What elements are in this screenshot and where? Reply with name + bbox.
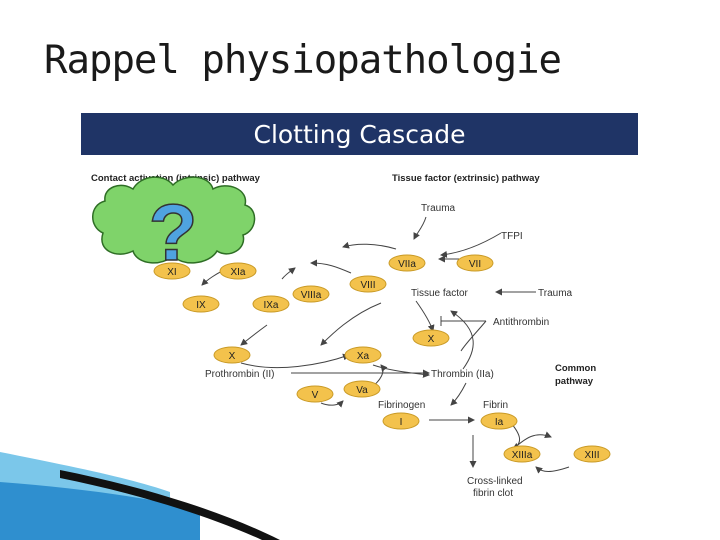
arrow-x-to-xa — [240, 353, 350, 369]
factor-label-xiiia: XIIIa — [512, 450, 533, 461]
arrow-ixa-to-viiia — [281, 267, 296, 280]
factor-xia — [219, 262, 257, 280]
arrow-ixa-to-x — [240, 324, 268, 346]
cascade-diagram: Contact activation (intrinsic) pathway T… — [91, 173, 611, 499]
factor-label-viiia: VIIIa — [301, 290, 322, 301]
label-tissue-factor: Tissue factor — [411, 288, 469, 299]
label-antithrombin: Antithrombin — [493, 317, 549, 328]
factor-label-ix: IX — [196, 300, 206, 311]
label-prothrombin: Prothrombin (II) — [205, 369, 274, 380]
factor-viia — [388, 254, 426, 272]
factor-x-extrinsic — [412, 329, 450, 347]
arrow-v-to-va — [320, 400, 344, 408]
arrow-thrombin-to-viia — [450, 310, 474, 370]
factor-ixa — [252, 295, 290, 313]
figure-banner: Clotting Cascade — [81, 113, 638, 155]
factor-label-ia: Ia — [495, 417, 504, 428]
factor-label-xi: XI — [167, 267, 176, 278]
factor-i — [382, 412, 420, 430]
factor-viiia — [292, 285, 330, 303]
label-tfpi: TFPI — [501, 231, 523, 242]
factor-xa — [344, 346, 382, 364]
factor-label-viii: VIII — [360, 280, 375, 291]
arrow-trauma-to-viia — [413, 216, 427, 240]
factor-label-x-extrinsic: X — [428, 334, 435, 345]
slide-title: Rappel physiopathologie — [44, 38, 562, 83]
extrinsic-header: Tissue factor (extrinsic) pathway — [392, 173, 540, 184]
factor-xiiia — [503, 445, 541, 463]
factor-label-x-intrinsic: X — [229, 351, 236, 362]
question-mark-icon: ? — [149, 188, 198, 277]
question-cloud-callout: ? — [92, 176, 256, 278]
label-clot-line1: Cross-linked — [467, 476, 523, 487]
label-trauma-top: Trauma — [421, 203, 456, 214]
clotting-cascade-figure: Clotting Cascade Contact activation (int… — [81, 113, 638, 508]
label-trauma-right: Trauma — [538, 288, 573, 299]
label-thrombin: Thrombin (IIa) — [431, 369, 494, 380]
factor-vii — [456, 254, 494, 272]
factor-label-ixa: IXa — [263, 300, 278, 311]
factor-label-xa: Xa — [357, 351, 370, 362]
factor-va — [343, 380, 381, 398]
arrow-tfpi-to-viia — [440, 232, 502, 258]
common-header-1: Common — [555, 363, 596, 374]
arrow-viia-to-viii — [342, 241, 397, 250]
arrow-tf-to-x — [415, 300, 435, 332]
factor-label-v: V — [312, 390, 319, 401]
intrinsic-header: Contact activation (intrinsic) pathway — [91, 173, 261, 184]
cloud-shape — [92, 176, 256, 264]
label-clot-line2: fibrin clot — [473, 488, 513, 499]
factor-xi — [153, 262, 191, 280]
factor-label-xia: XIa — [230, 267, 245, 278]
factor-viii — [349, 275, 387, 293]
factor-x-intrinsic — [213, 346, 251, 364]
factor-xiii — [573, 445, 611, 463]
factor-label-va: Va — [356, 385, 368, 396]
inhibit-antithrombin-down — [460, 320, 487, 352]
arrow-xiii-to-xiiia — [535, 466, 570, 474]
arrow-viii-to-viiia — [310, 259, 352, 274]
factor-ia — [480, 412, 518, 430]
common-header-2: pathway — [555, 376, 594, 387]
factor-label-xiii: XIII — [584, 450, 599, 461]
factor-ix — [182, 295, 220, 313]
factor-v — [296, 385, 334, 403]
factor-label-i: I — [400, 417, 403, 428]
label-fibrinogen: Fibrinogen — [378, 400, 425, 411]
factor-ovals — [153, 254, 611, 463]
factor-label-viia: VIIa — [398, 259, 416, 270]
arrow-thrombin-to-fibrin — [450, 382, 467, 406]
factor-label-vii: VII — [469, 259, 481, 270]
label-fibrin: Fibrin — [483, 400, 508, 411]
arrow-viia-to-xia — [320, 302, 382, 346]
